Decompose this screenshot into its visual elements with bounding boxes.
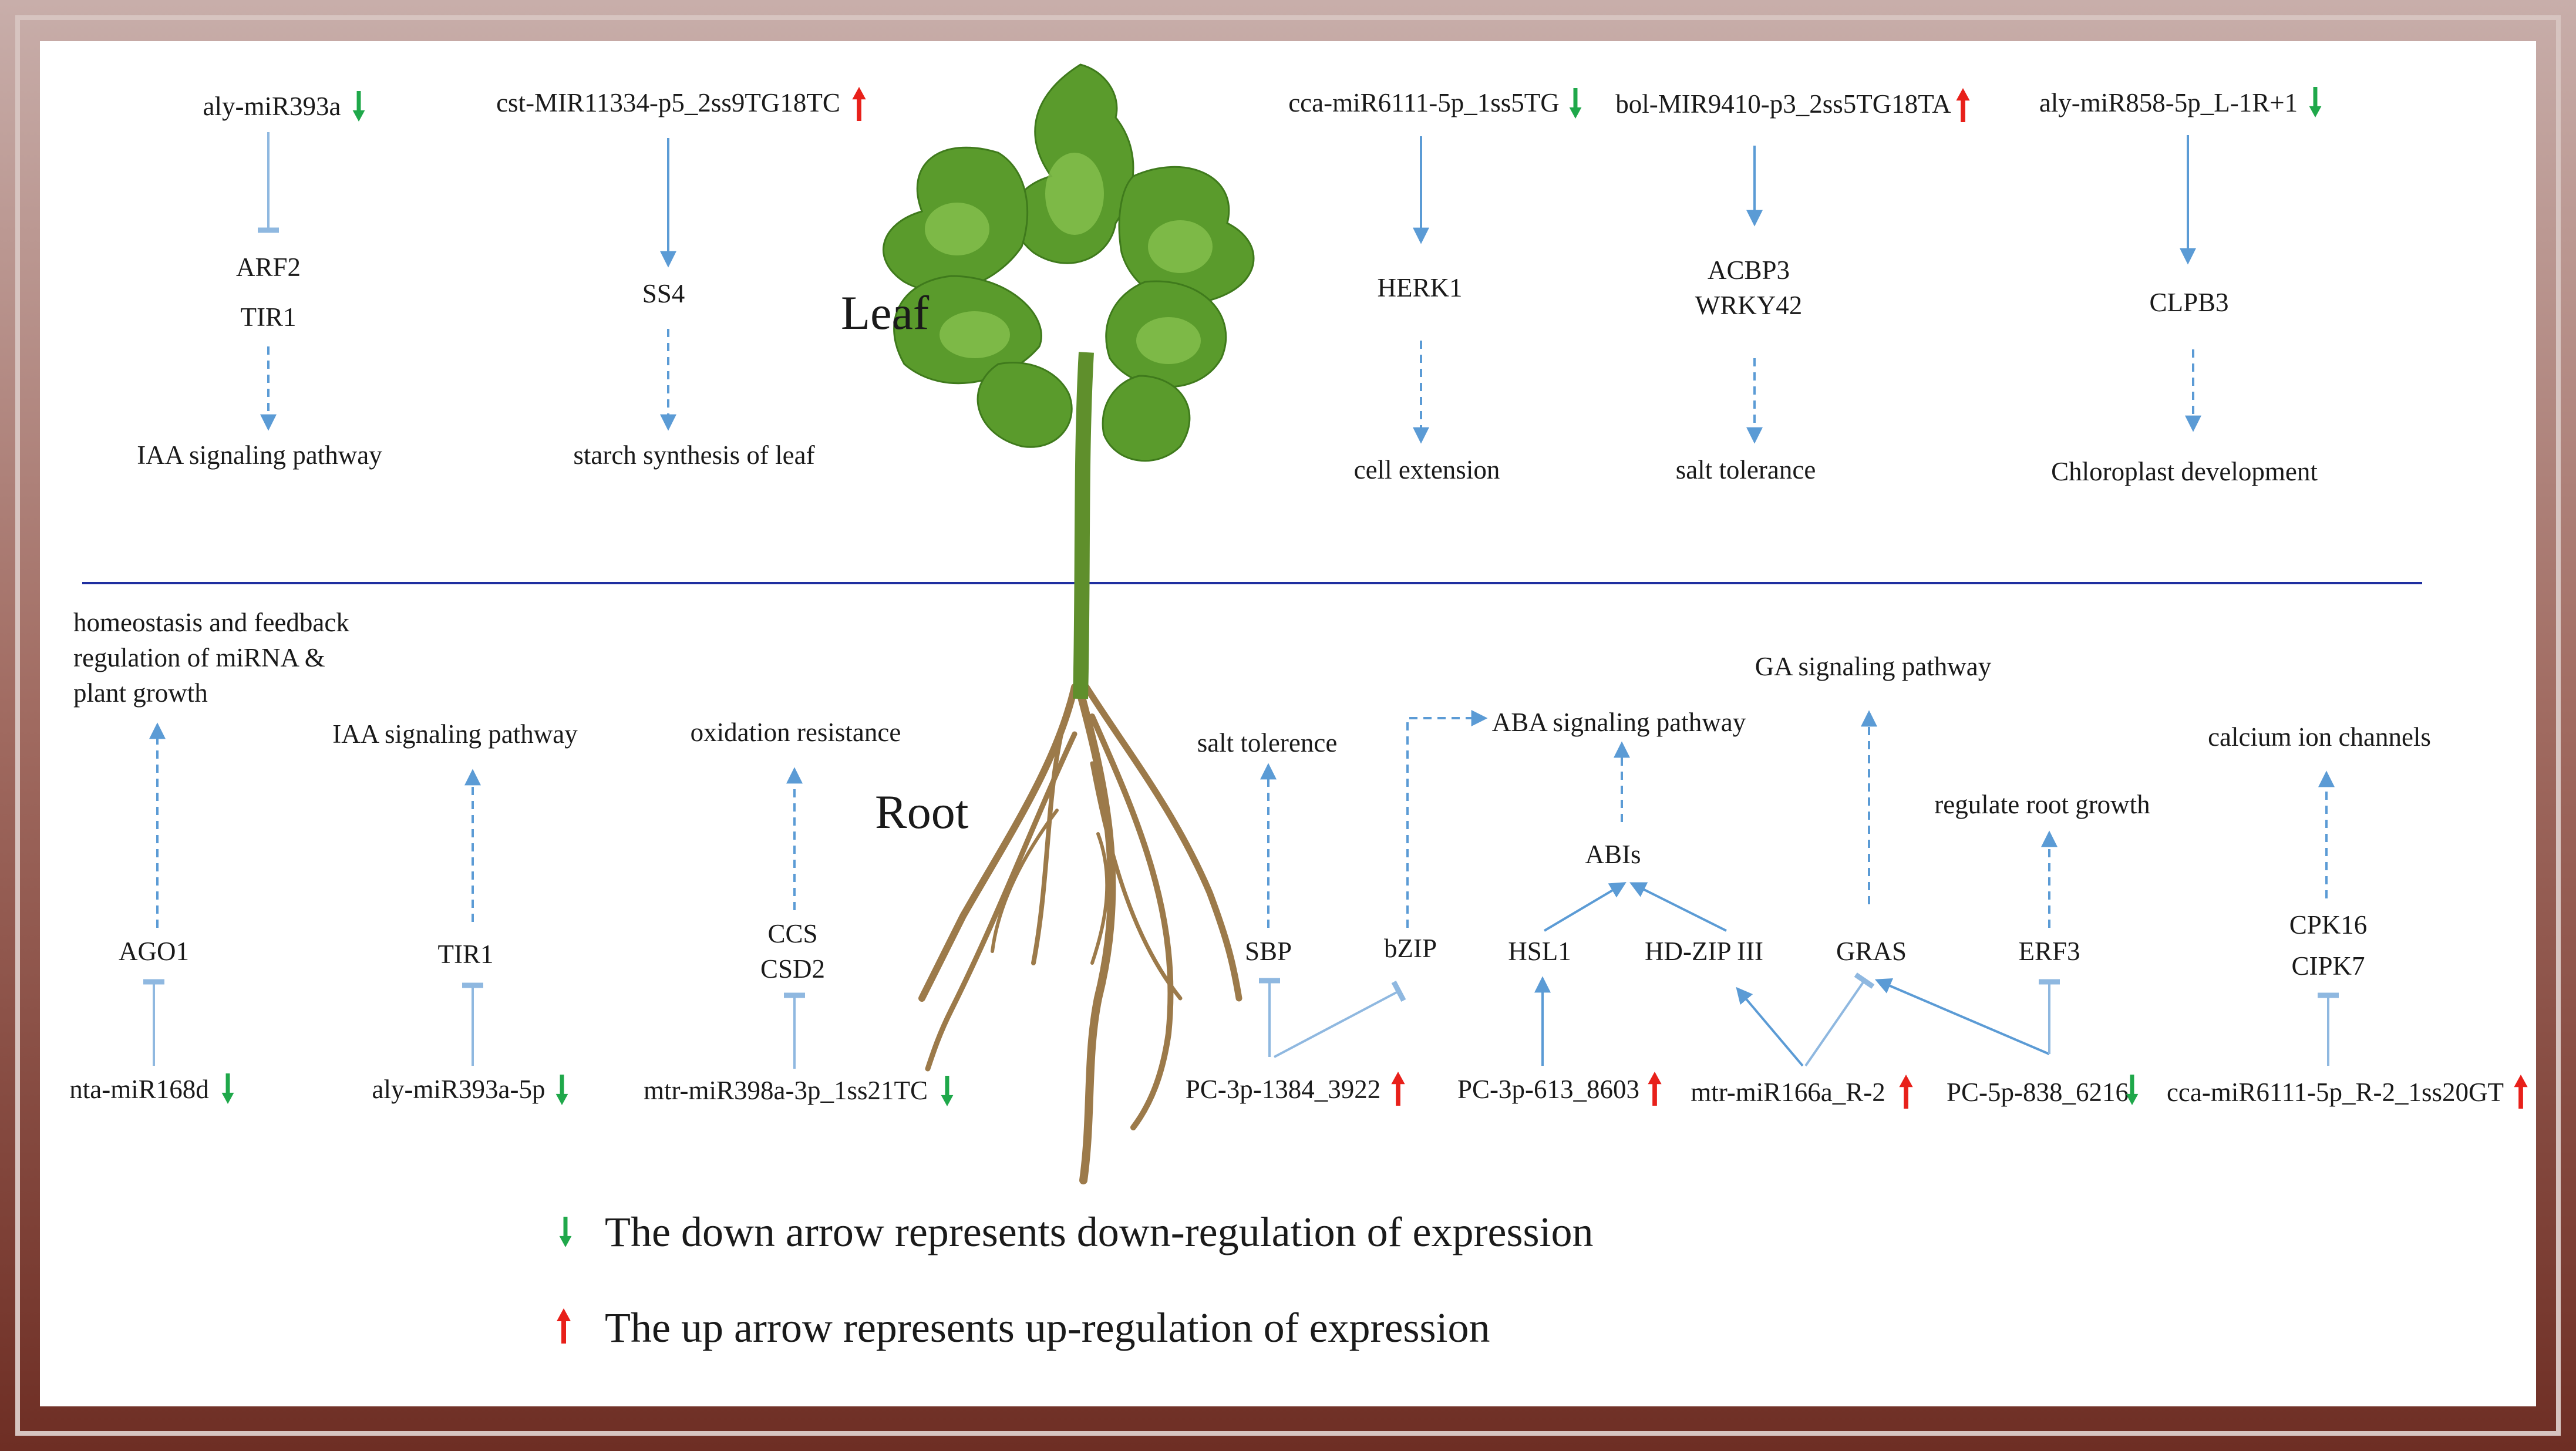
root-col8-effect: calcium ion channels <box>2208 722 2431 752</box>
root-col1-target-ago1: AGO1 <box>119 937 189 966</box>
down-arrow-icon <box>221 1073 234 1104</box>
leaf-col2-target-ss4: SS4 <box>642 279 685 308</box>
legend-up-text: The up arrow represents up-regulation of… <box>605 1304 1490 1351</box>
leaf-col3-effect: cell extension <box>1354 455 1500 484</box>
plant-stem <box>1073 352 1094 699</box>
root-col4-effect: salt tolerence <box>1197 728 1338 758</box>
root-col4-target-sbp: SBP <box>1245 937 1292 966</box>
up-arrow-icon <box>557 1308 571 1344</box>
up-arrow-icon <box>2514 1075 2528 1109</box>
root-col1-mirna: nta-miR168d <box>69 1075 208 1104</box>
leaf-col5-mirna: aly-miR858-5p_L-1R+1 <box>2039 88 2298 117</box>
leaf-col1-mirna: aly-miR393a <box>203 92 341 121</box>
root-col3-mirna: mtr-miR398a-3p_1ss21TC <box>644 1076 928 1105</box>
activation-arrow <box>1736 987 1804 1067</box>
activation-arrow <box>1874 978 2050 1055</box>
root-aba-target-hsl1: HSL1 <box>1508 937 1571 966</box>
leaf-col5-effect: Chloroplast development <box>2051 457 2318 486</box>
root-col2-target-tir1: TIR1 <box>438 940 494 969</box>
legend-down-text: The down arrow represents down-regulatio… <box>605 1208 1594 1255</box>
root-aba-target-hdzip3: HD-ZIP III <box>1645 937 1763 966</box>
root-col1-effect-line2: regulation of miRNA & <box>73 643 325 672</box>
leaf-col3-target-herk1: HERK1 <box>1378 273 1463 302</box>
leaf-region-label: Leaf <box>841 286 930 339</box>
root-ga-effect: GA signaling pathway <box>1755 652 1992 681</box>
root-erf-target-erf3: ERF3 <box>2018 937 2080 966</box>
activation-arrow <box>1629 882 1727 932</box>
root-col4-mirna: PC-3p-1384_3922 <box>1186 1075 1381 1104</box>
inhibition-line <box>1274 980 1406 1058</box>
down-arrow-icon <box>352 91 365 122</box>
root-aba-mirna2: mtr-miR166a_R-2 <box>1691 1078 1885 1107</box>
leaf-col4-mirna: bol-MIR9410-p3_2ss5TG18TA <box>1615 89 1951 119</box>
root-col1-effect-line3: plant growth <box>73 678 208 708</box>
root-aba-abis: ABIs <box>1585 840 1641 869</box>
leaf-col1-effect: IAA signaling pathway <box>137 440 382 470</box>
root-aba-effect: ABA signaling pathway <box>1492 708 1746 737</box>
up-arrow-icon <box>1648 1072 1662 1106</box>
inhibition-line <box>1804 972 1875 1067</box>
leaf-col4-target-acbp3: ACBP3 <box>1708 255 1790 285</box>
root-aba-mirna1: PC-3p-613_8603 <box>1457 1075 1639 1104</box>
leaf-col1-target-arf2: ARF2 <box>236 253 301 282</box>
root-erf-effect: regulate root growth <box>1934 790 2150 819</box>
root-region-label: Root <box>875 785 969 839</box>
down-arrow-icon <box>2309 87 2322 117</box>
root-col3-effect: oxidation resistance <box>691 718 901 747</box>
leaf-col3-mirna: cca-miR6111-5p_1ss5TG <box>1288 88 1560 117</box>
up-arrow-icon <box>852 87 866 121</box>
down-arrow-icon <box>559 1217 572 1247</box>
root-ga-mirna: PC-5p-838_6216 <box>1947 1078 2129 1107</box>
down-arrow-icon <box>1569 88 1582 119</box>
leaf-col1-target-tir1: TIR1 <box>241 302 297 332</box>
up-arrow-icon <box>1956 88 1970 122</box>
root-col3-target-csd2: CSD2 <box>760 954 825 984</box>
bzip-to-aba-arrow <box>1406 710 1488 928</box>
leaf-col4-target-wrky42: WRKY42 <box>1695 291 1802 320</box>
root-col8-target-cipk7: CIPK7 <box>2291 951 2365 981</box>
root-col1-effect-line1: homeostasis and feedback <box>73 608 349 637</box>
plant-image <box>882 63 1255 1184</box>
activation-arrow <box>1543 882 1627 932</box>
leaf-col2-mirna: cst-MIR11334-p5_2ss9TG18TC <box>496 88 840 117</box>
down-arrow-icon <box>555 1075 568 1105</box>
leaf-col5-target-clpb3: CLPB3 <box>2149 288 2228 317</box>
down-arrow-icon <box>941 1076 954 1106</box>
root-col3-target-ccs: CCS <box>767 919 817 948</box>
root-col8-target-cpk16: CPK16 <box>2289 910 2368 940</box>
root-col4-target-bzip: bZIP <box>1384 934 1437 963</box>
root-col8-mirna: cca-miR6111-5p_R-2_1ss20GT <box>2167 1078 2504 1107</box>
up-arrow-icon <box>1391 1072 1405 1106</box>
leaf-col4-effect: salt tolerance <box>1676 455 1816 484</box>
leaf-col2-effect: starch synthesis of leaf <box>573 440 814 470</box>
root-col2-mirna: aly-miR393a-5p <box>372 1075 545 1104</box>
up-arrow-icon <box>1899 1075 1913 1109</box>
root-ga-target-gras: GRAS <box>1836 937 1907 966</box>
plant-roots <box>918 684 1242 1184</box>
root-col2-effect: IAA signaling pathway <box>332 719 578 749</box>
